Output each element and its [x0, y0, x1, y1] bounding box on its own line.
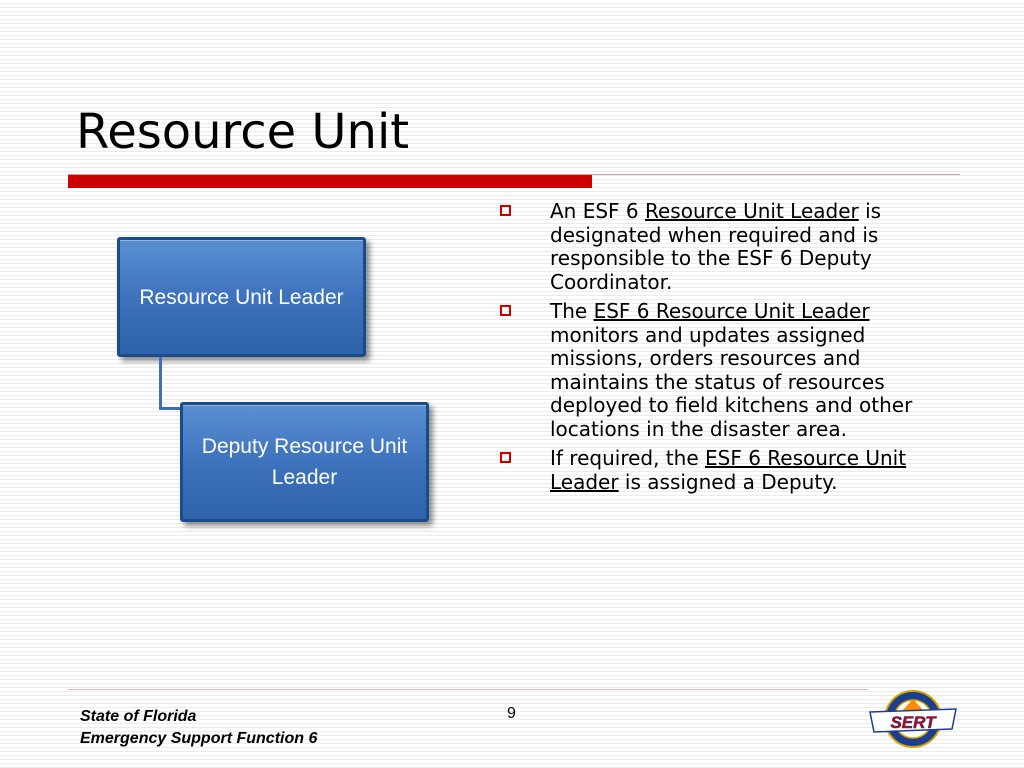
slide-title: Resource Unit — [76, 104, 410, 160]
footer-line-1: State of Florida — [80, 708, 197, 725]
sert-logo-icon: SERT — [869, 690, 957, 748]
page-number: 9 — [507, 705, 516, 722]
org-connector-vertical — [159, 357, 162, 409]
bullet-link[interactable]: ESF 6 Resource Unit Leader — [550, 446, 907, 494]
bullet-link[interactable]: Resource Unit Leader — [645, 199, 859, 223]
square-bullet-icon — [500, 305, 511, 316]
bullet-text: If required, the — [550, 446, 705, 470]
bullet-item: The ESF 6 Resource Unit Leader monitors … — [497, 299, 957, 441]
bullet-text: is assigned a Deputy. — [618, 469, 838, 494]
footer-divider-line — [68, 689, 868, 690]
bullet-text: An ESF 6 — [550, 199, 645, 223]
org-connector-horizontal — [159, 407, 181, 410]
org-box-label: Resource Unit Leader — [139, 285, 344, 309]
bullet-link[interactable]: ESF 6 Resource Unit Leader — [593, 299, 870, 323]
title-divider-line — [68, 174, 960, 175]
bullet-text: The — [550, 299, 594, 323]
org-box-resource-unit-leader: Resource Unit Leader — [117, 237, 366, 357]
square-bullet-icon — [500, 205, 511, 216]
org-box-label: Deputy Resource Unit Leader — [201, 435, 408, 489]
org-box-deputy-resource-unit-leader: Deputy Resource Unit Leader — [180, 402, 429, 522]
bullet-list: An ESF 6 Resource Unit Leader is designa… — [497, 199, 957, 500]
bullet-item: An ESF 6 Resource Unit Leader is designa… — [497, 199, 957, 294]
logo-wordmark: SERT — [890, 713, 937, 732]
bullet-text: is designated when required and is respo… — [550, 199, 882, 294]
square-bullet-icon — [500, 452, 511, 463]
footer-line-2: Emergency Support Function 6 — [80, 730, 318, 747]
footer-organization: State of Florida Emergency Support Funct… — [80, 706, 317, 750]
bullet-item: If required, the ESF 6 Resource Unit Lea… — [497, 446, 957, 494]
title-accent-bar — [68, 175, 592, 188]
bullet-text: monitors and updates assigned missions, … — [550, 322, 913, 441]
